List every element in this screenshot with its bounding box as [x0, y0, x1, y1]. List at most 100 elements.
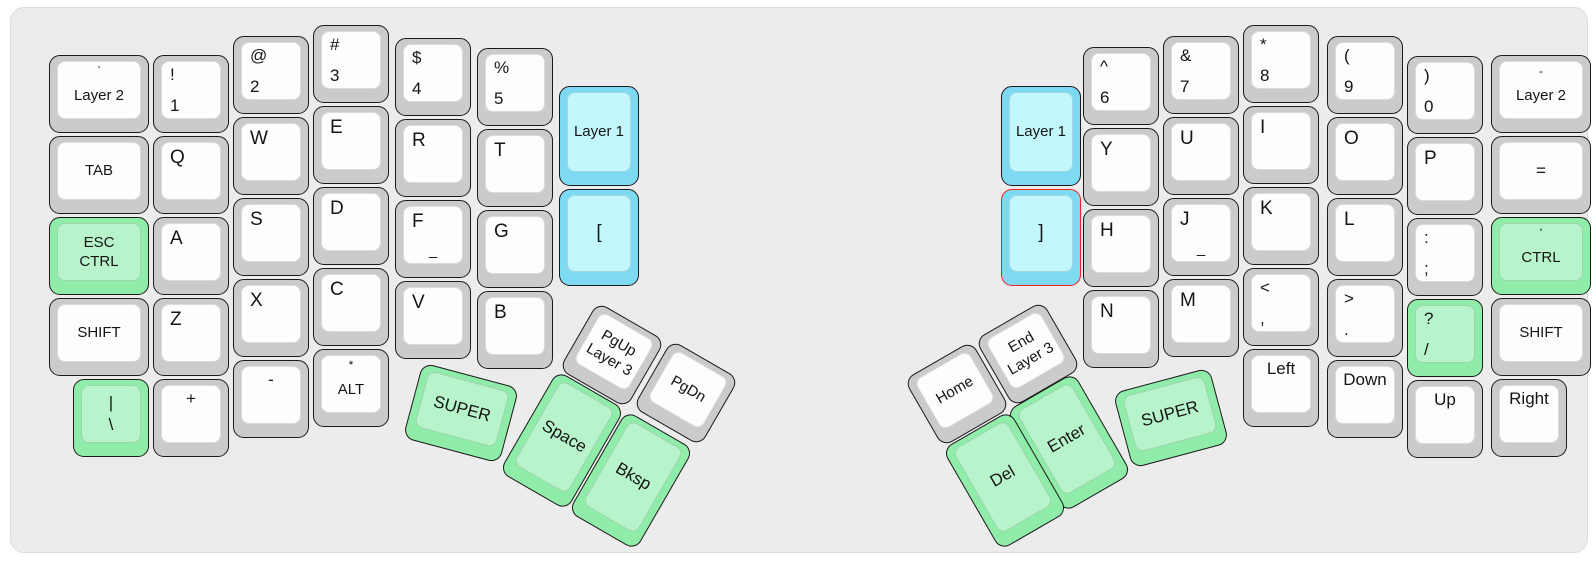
keycap-surface: B — [485, 297, 545, 355]
key-d[interactable]: D — [313, 187, 389, 265]
key-label: < — [1260, 278, 1270, 297]
key-l[interactable]: L — [1327, 198, 1403, 276]
key-arrow-down[interactable]: Down — [1327, 360, 1403, 438]
key-label: / — [1424, 340, 1429, 359]
keycap-surface: E — [321, 112, 381, 170]
key-label: T — [494, 140, 506, 161]
key-label: Bksp — [612, 458, 655, 495]
key-f[interactable]: F_ — [395, 200, 471, 278]
key-comma[interactable]: <, — [1243, 268, 1319, 346]
key-z[interactable]: Z — [153, 298, 229, 376]
key-6[interactable]: ^6 — [1083, 47, 1159, 125]
key-h[interactable]: H — [1083, 209, 1159, 287]
key-alt[interactable]: *ALT — [313, 349, 389, 427]
key-a[interactable]: A — [153, 217, 229, 295]
key-shift-right[interactable]: SHIFT — [1491, 298, 1591, 376]
key-m[interactable]: M — [1163, 279, 1239, 357]
key-label: - — [268, 370, 274, 389]
key-k[interactable]: K — [1243, 187, 1319, 265]
key-n[interactable]: N — [1083, 290, 1159, 368]
key-arrow-left[interactable]: Left — [1243, 349, 1319, 427]
key-right-bracket[interactable]: ] — [1001, 189, 1081, 286]
key-s[interactable]: S — [233, 198, 309, 276]
key-arrow-right[interactable]: Right — [1491, 379, 1567, 457]
key-c[interactable]: C — [313, 268, 389, 346]
key-minus[interactable]: - — [233, 360, 309, 438]
key-label: ] — [1038, 222, 1044, 244]
key-y[interactable]: Y — [1083, 128, 1159, 206]
key-t[interactable]: T — [477, 129, 553, 207]
key-j[interactable]: J_ — [1163, 198, 1239, 276]
key-4[interactable]: $4 — [395, 38, 471, 116]
key-o[interactable]: O — [1327, 117, 1403, 195]
key-label: Layer 2 — [1516, 77, 1566, 118]
keycap-surface: Up — [1415, 386, 1475, 444]
key-label: E — [330, 117, 343, 138]
key-v[interactable]: V — [395, 281, 471, 359]
key-semicolon[interactable]: :; — [1407, 218, 1483, 296]
key-left-bracket[interactable]: [ — [559, 189, 639, 286]
keycap-surface: I — [1251, 112, 1311, 170]
keycap-surface: )0 — [1415, 62, 1475, 120]
key-equals[interactable]: = — [1491, 136, 1591, 214]
key-label: ^ — [1100, 57, 1108, 76]
key-0[interactable]: )0 — [1407, 56, 1483, 134]
key-label: G — [494, 221, 509, 242]
key-label: & — [1180, 46, 1192, 65]
key-period[interactable]: >. — [1327, 279, 1403, 357]
key-2[interactable]: @2 — [233, 36, 309, 114]
key-arrow-up[interactable]: Up — [1407, 380, 1483, 458]
keycap-surface: = — [1499, 142, 1583, 200]
key-label: @ — [250, 46, 268, 65]
keycap-surface: A — [161, 223, 221, 281]
key-3[interactable]: #3 — [313, 25, 389, 103]
key-label: . — [1344, 320, 1349, 339]
key-r[interactable]: R — [395, 119, 471, 197]
keycap-surface: R — [403, 125, 463, 183]
key-pipe-backslash[interactable]: |\ — [73, 379, 149, 457]
key-tab[interactable]: TAB — [49, 136, 149, 214]
keycap-surface: @2 — [241, 42, 301, 100]
key-label: D — [330, 198, 344, 219]
key-label: 9 — [1344, 77, 1354, 96]
key-layer2-left[interactable]: `Layer 2 — [49, 55, 149, 133]
keycap-surface: Left — [1251, 355, 1311, 413]
key-1[interactable]: !1 — [153, 55, 229, 133]
key-layer1-right[interactable]: Layer 1 — [1001, 86, 1081, 186]
key-e[interactable]: E — [313, 106, 389, 184]
key-label: A — [170, 228, 183, 249]
key-i[interactable]: I — [1243, 106, 1319, 184]
key-slash[interactable]: ?/ — [1407, 299, 1483, 377]
key-q[interactable]: Q — [153, 136, 229, 214]
keycap-surface: M — [1171, 285, 1231, 343]
key-layer2-right[interactable]: -Layer 2 — [1491, 55, 1591, 133]
key-label: | — [108, 392, 114, 412]
key-label: ESC — [83, 233, 115, 251]
key-7[interactable]: &7 — [1163, 36, 1239, 114]
key-9[interactable]: (9 — [1327, 36, 1403, 114]
key-w[interactable]: W — [233, 117, 309, 195]
keycap-surface: U — [1171, 123, 1231, 181]
key-p[interactable]: P — [1407, 137, 1483, 215]
key-layer1-left[interactable]: Layer 1 — [559, 86, 639, 186]
key-8[interactable]: *8 — [1243, 25, 1319, 103]
key-x[interactable]: X — [233, 279, 309, 357]
keycap-surface: Layer 1 — [1009, 92, 1073, 172]
key-g[interactable]: G — [477, 210, 553, 288]
key-ctrl-right[interactable]: 'CTRL — [1491, 217, 1591, 295]
key-label: M — [1180, 290, 1196, 311]
key-shift-left[interactable]: SHIFT — [49, 298, 149, 376]
key-label: ; — [1424, 259, 1429, 278]
key-b[interactable]: B — [477, 291, 553, 369]
key-plus[interactable]: + — [153, 379, 229, 457]
key-5[interactable]: %5 — [477, 48, 553, 126]
key-super-left[interactable]: SUPER — [402, 362, 520, 464]
key-u[interactable]: U — [1163, 117, 1239, 195]
keycap-surface: %5 — [485, 54, 545, 112]
keycap-surface: -Layer 2 — [1499, 61, 1583, 119]
key-label: SUPER — [1139, 396, 1201, 431]
keycap-surface: Down — [1335, 366, 1395, 424]
key-super-right[interactable]: SUPER — [1112, 367, 1230, 469]
